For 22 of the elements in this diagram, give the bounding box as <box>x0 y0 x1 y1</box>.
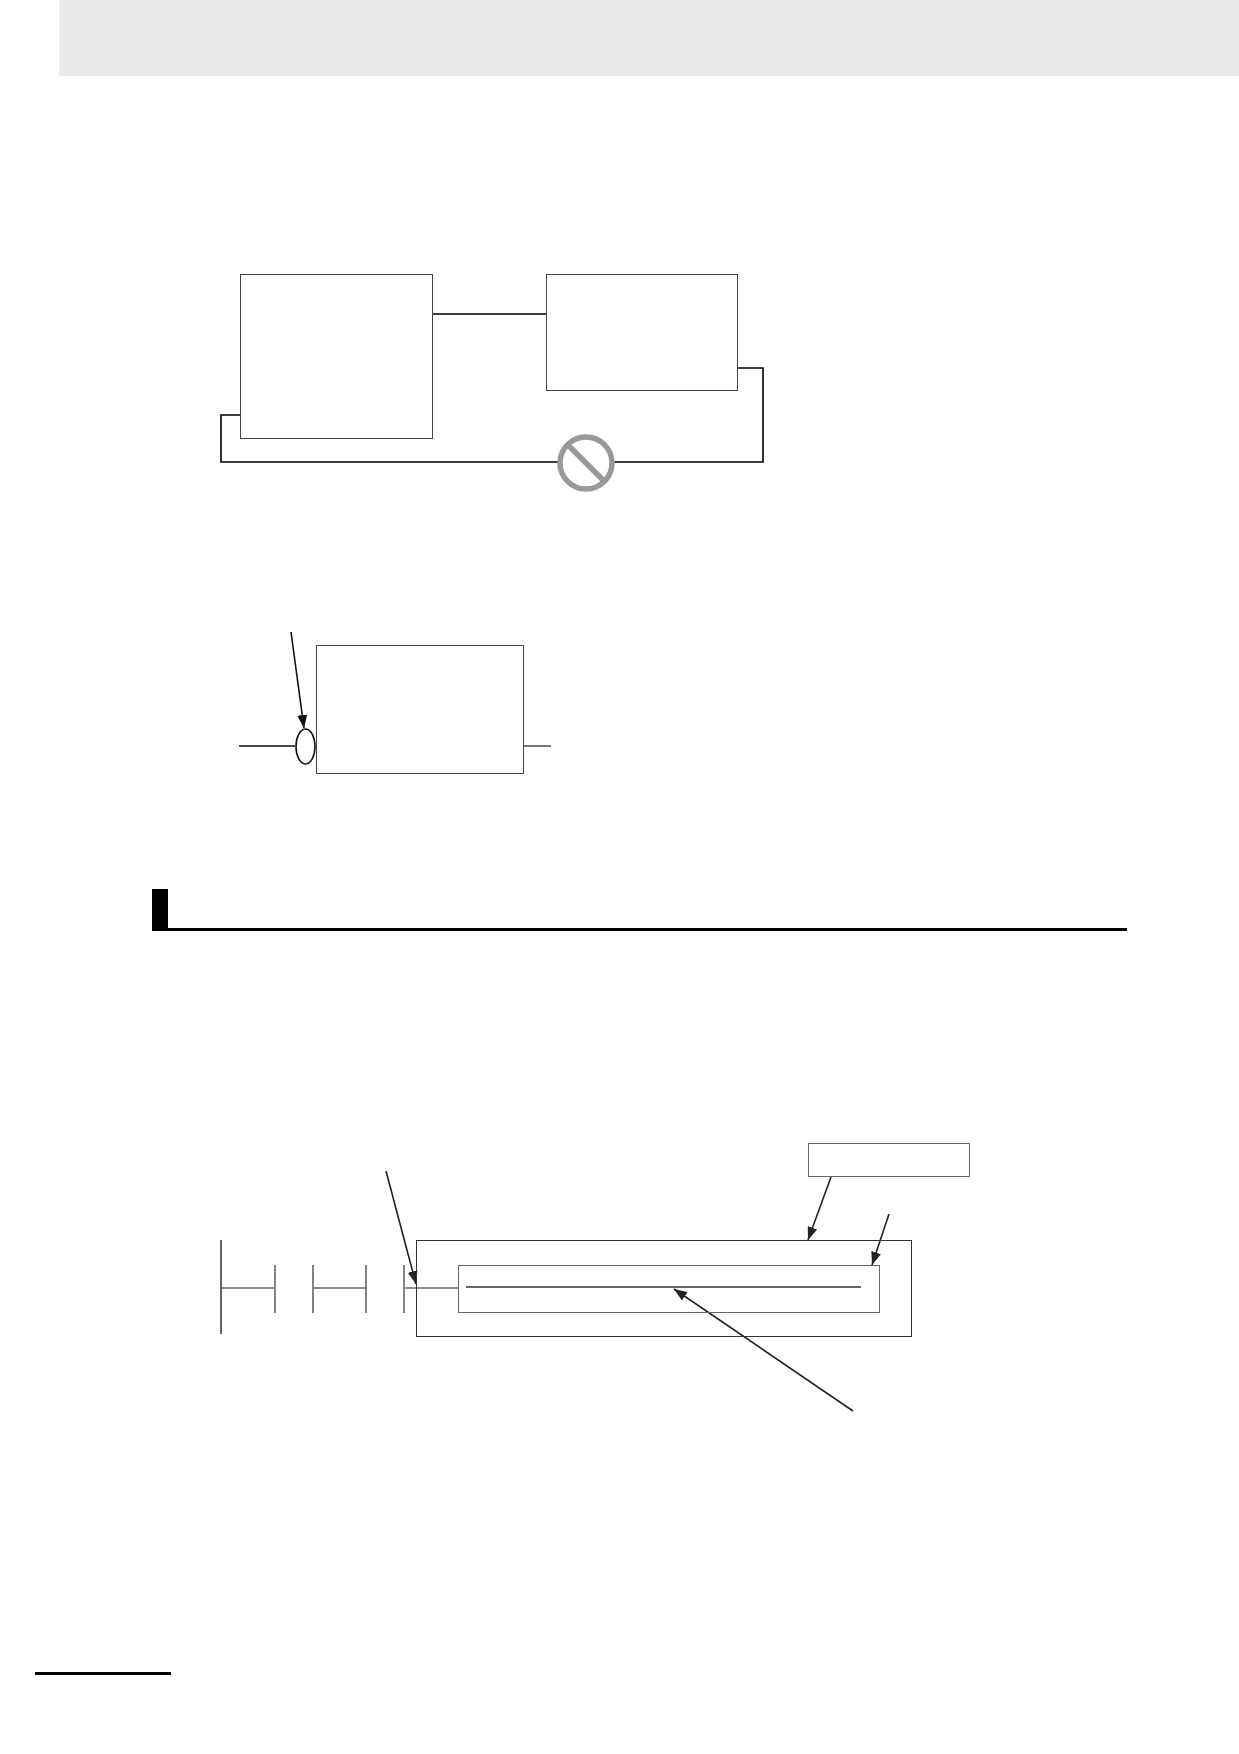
program-line <box>466 1286 861 1288</box>
connector-line <box>523 745 552 747</box>
connector-line <box>313 1287 366 1289</box>
block-box <box>240 274 433 439</box>
arrow <box>807 1176 832 1241</box>
arrow <box>385 1170 418 1285</box>
editor-box <box>457 1264 880 1313</box>
block-box <box>546 274 738 391</box>
arrow <box>290 631 308 729</box>
function-block-box <box>316 645 524 774</box>
arrow <box>673 1288 854 1412</box>
connector-line <box>404 1287 459 1289</box>
connector-line <box>238 745 296 747</box>
connector-line <box>432 313 547 315</box>
arrow <box>871 1213 890 1266</box>
label-box <box>808 1143 970 1177</box>
negation-circle <box>295 728 316 765</box>
connector-line <box>220 367 764 463</box>
instruction-box <box>416 1240 912 1337</box>
contact-symbol <box>365 1265 405 1313</box>
connector-line <box>221 1287 275 1289</box>
contact-symbol <box>274 1265 314 1313</box>
